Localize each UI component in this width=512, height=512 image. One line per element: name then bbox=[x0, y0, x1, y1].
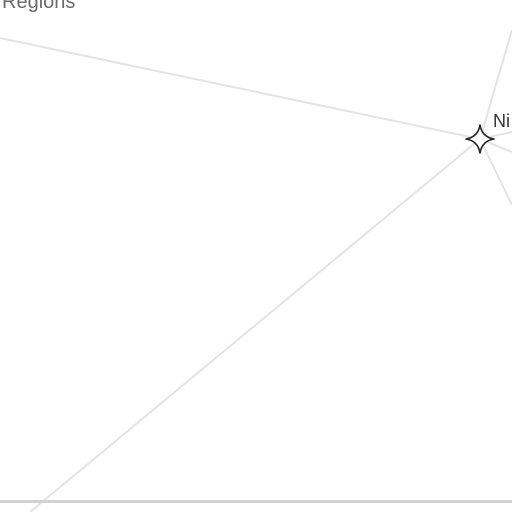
bottom-divider bbox=[0, 500, 512, 503]
place-label[interactable]: Ni bbox=[493, 111, 510, 131]
region-label: l Regions bbox=[0, 0, 76, 13]
road-line-northwest bbox=[0, 37, 481, 140]
road-line-north bbox=[479, 29, 512, 140]
road-line-southwest bbox=[29, 138, 481, 512]
four-point-star-icon[interactable] bbox=[465, 124, 495, 154]
road-line-southeast bbox=[479, 138, 512, 206]
